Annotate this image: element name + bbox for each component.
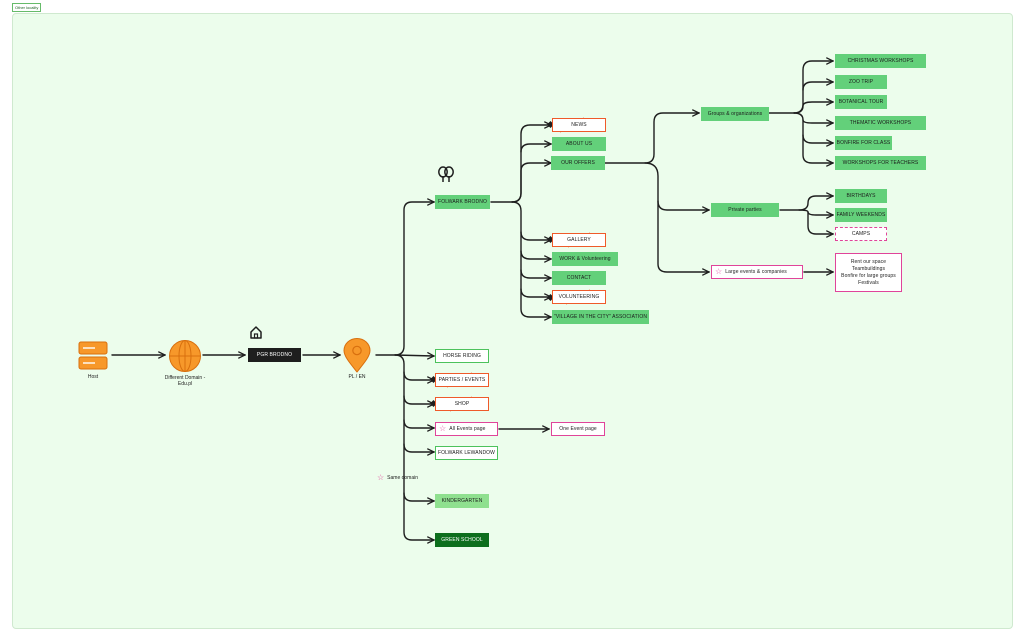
about-us-node[interactable]: ABOUT US (552, 137, 606, 151)
one-event-node[interactable]: One Event page (551, 422, 605, 436)
shop-node[interactable]: SHOP (435, 397, 489, 411)
trees-icon (437, 166, 455, 188)
thematic-workshops-node[interactable]: THEMATIC WORKSHOPS (835, 116, 926, 130)
green-school-node[interactable]: GREEN SCHOOL (435, 533, 489, 547)
star-icon: ☆ (439, 424, 447, 433)
large-item-teambuildings: Teambuildings (851, 265, 886, 272)
volunteering-node[interactable]: VOLUNTEERING (552, 290, 606, 304)
workshops-teachers-node[interactable]: WORKSHOPS FOR TEACHERS (835, 156, 926, 170)
botanical-tour-node[interactable]: BOTANICAL TOUR (835, 95, 887, 109)
our-offers-node[interactable]: OUR OFFERS (551, 156, 605, 170)
camps-node[interactable]: CAMPS (835, 227, 887, 241)
parties-events-node[interactable]: PARTIES / EVENTS (435, 373, 489, 387)
contact-node[interactable]: CONTACT (552, 271, 606, 285)
groups-organizations-node[interactable]: Groups & organizations (701, 107, 769, 121)
large-item-bonfire: Bonfire for large groups (841, 272, 896, 279)
same-domain-label: ☆ Same domain (377, 473, 419, 482)
large-item-festivals: Festivals (858, 279, 879, 286)
lang-label: PL / EN (348, 374, 366, 380)
large-events-node[interactable]: ☆ Large events & companies (711, 265, 803, 279)
large-item-rent: Rent our space (850, 258, 887, 265)
star-icon: ☆ (715, 267, 723, 276)
diagram-board (12, 13, 1013, 629)
family-weekends-node[interactable]: FAMILY WEEKENDS (835, 208, 887, 222)
news-node[interactable]: NEWS (552, 118, 606, 132)
gallery-node[interactable]: GALLERY (552, 233, 606, 247)
horse-riding-node[interactable]: HORSE RIDING (435, 349, 489, 363)
bonfire-class-node[interactable]: BONFIRE FOR CLASS (835, 136, 892, 150)
work-volunteering-node[interactable]: WORK & Volunteering (552, 252, 618, 266)
all-events-node[interactable]: ☆ All Events page (435, 422, 498, 436)
private-parties-node[interactable]: Private parties (711, 203, 779, 217)
location-pin-icon (343, 338, 371, 378)
home-icon (249, 325, 263, 344)
zoo-trip-node[interactable]: ZOO TRIP (835, 75, 887, 89)
frame-tag: Other locality (12, 3, 42, 12)
folwark-lewandow-node[interactable]: FOLWARK LEWANDOW (435, 446, 498, 460)
globe-icon (168, 339, 202, 378)
different-domain-label: Different Domain - Edu.pl (164, 375, 206, 387)
server-icon (78, 341, 108, 375)
star-icon: ☆ (377, 473, 385, 482)
christmas-workshops-node[interactable]: CHRISTMAS WORKSHOPS (835, 54, 926, 68)
pgr-brodno-node[interactable]: PGR BRODNO (248, 348, 301, 362)
kindergarten-node[interactable]: KINDERGARTEN (435, 494, 489, 508)
village-association-node[interactable]: "VILLAGE IN THE CITY" ASSOCIATION (552, 310, 649, 324)
host-label: Host (87, 374, 99, 380)
birthdays-node[interactable]: BIRTHDAYS (835, 189, 887, 203)
folwark-brodno-node[interactable]: FOLWARK BRODNO (435, 195, 490, 209)
large-events-list[interactable]: Rent our space Teambuildings Bonfire for… (835, 253, 902, 292)
